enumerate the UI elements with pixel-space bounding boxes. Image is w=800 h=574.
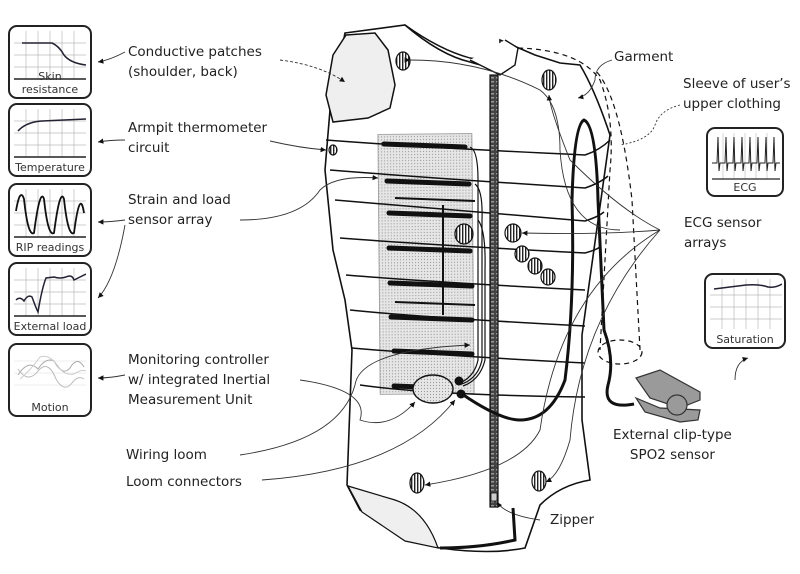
spo2-clip-sensor xyxy=(634,369,701,423)
label-clip-sensor: External clip-type SPO2 sensor xyxy=(613,425,732,465)
label-conductive-patches: Conductive patches (shoulder, back) xyxy=(128,42,262,82)
panel-external-load: External load xyxy=(8,262,92,336)
label-zipper: Zipper xyxy=(550,512,594,528)
label-line: Sleeve of user’s xyxy=(683,76,791,92)
loom-connector xyxy=(454,376,464,386)
panel-caption: Motion xyxy=(31,401,69,414)
panel-caption: External load xyxy=(13,320,87,333)
label-monitoring-controller: Monitoring controller w/ integrated Iner… xyxy=(128,350,270,410)
panel-caption: Skin resistance xyxy=(21,70,79,96)
saturation-chart xyxy=(710,279,782,329)
label-line: Strain and load xyxy=(128,192,231,208)
panel-saturation: Saturation xyxy=(704,273,786,349)
panel-temperature: Temperature xyxy=(8,103,92,177)
panel-skin-resistance: Skin resistance xyxy=(8,25,92,99)
zipper xyxy=(489,74,499,508)
panel-rip-readings: RIP readings xyxy=(8,183,92,257)
panel-caption: ECG xyxy=(733,181,757,194)
wiring-loom xyxy=(461,146,486,387)
label-garment: Garment xyxy=(614,49,674,65)
panel-ecg: ECG xyxy=(706,127,784,197)
label-line: Armpit thermometer xyxy=(128,120,268,136)
label-line: (shoulder, back) xyxy=(128,64,238,80)
label-line: w/ integrated Inertial xyxy=(128,372,271,388)
label-loom-connectors: Loom connectors xyxy=(126,474,242,490)
panel-motion: Motion xyxy=(8,343,92,417)
motion-chart xyxy=(14,355,86,388)
label-line: upper clothing xyxy=(683,96,782,112)
label-strain-load: Strain and load sensor array xyxy=(128,190,231,230)
sleeve-outline xyxy=(517,47,612,351)
external-load-chart xyxy=(14,268,86,317)
clip-sensor-cable xyxy=(461,118,635,422)
label-line: Measurement Unit xyxy=(128,392,253,408)
label-line: ECG sensor xyxy=(684,215,762,231)
panel-caption: Temperature xyxy=(15,161,85,174)
shoulder-conductive-patch xyxy=(325,32,396,123)
ecg-chart xyxy=(712,133,780,180)
panel-caption: Saturation xyxy=(716,333,774,346)
label-line: sensor array xyxy=(128,212,213,228)
label-line: SPO2 sensor xyxy=(629,447,715,463)
rip-readings-chart xyxy=(14,189,86,238)
label-line: External clip-type xyxy=(613,427,732,443)
label-sleeve: Sleeve of user’s upper clothing xyxy=(683,74,791,114)
temperature-chart xyxy=(14,109,86,158)
skin-resistance-chart xyxy=(14,31,86,80)
label-line: circuit xyxy=(128,140,170,156)
panel-caption: RIP readings xyxy=(15,241,85,254)
label-line: arrays xyxy=(684,235,727,251)
label-line: Conductive patches xyxy=(128,44,262,60)
label-ecg-sensor-arrays: ECG sensor arrays xyxy=(684,213,761,253)
back-conductive-patch xyxy=(346,485,439,549)
monitoring-controller xyxy=(412,374,454,404)
ecg-electrodes xyxy=(328,51,557,494)
label-armpit-thermometer: Armpit thermometer circuit xyxy=(128,118,267,158)
label-wiring-loom: Wiring loom xyxy=(126,447,207,463)
label-line: Monitoring controller xyxy=(128,352,269,368)
